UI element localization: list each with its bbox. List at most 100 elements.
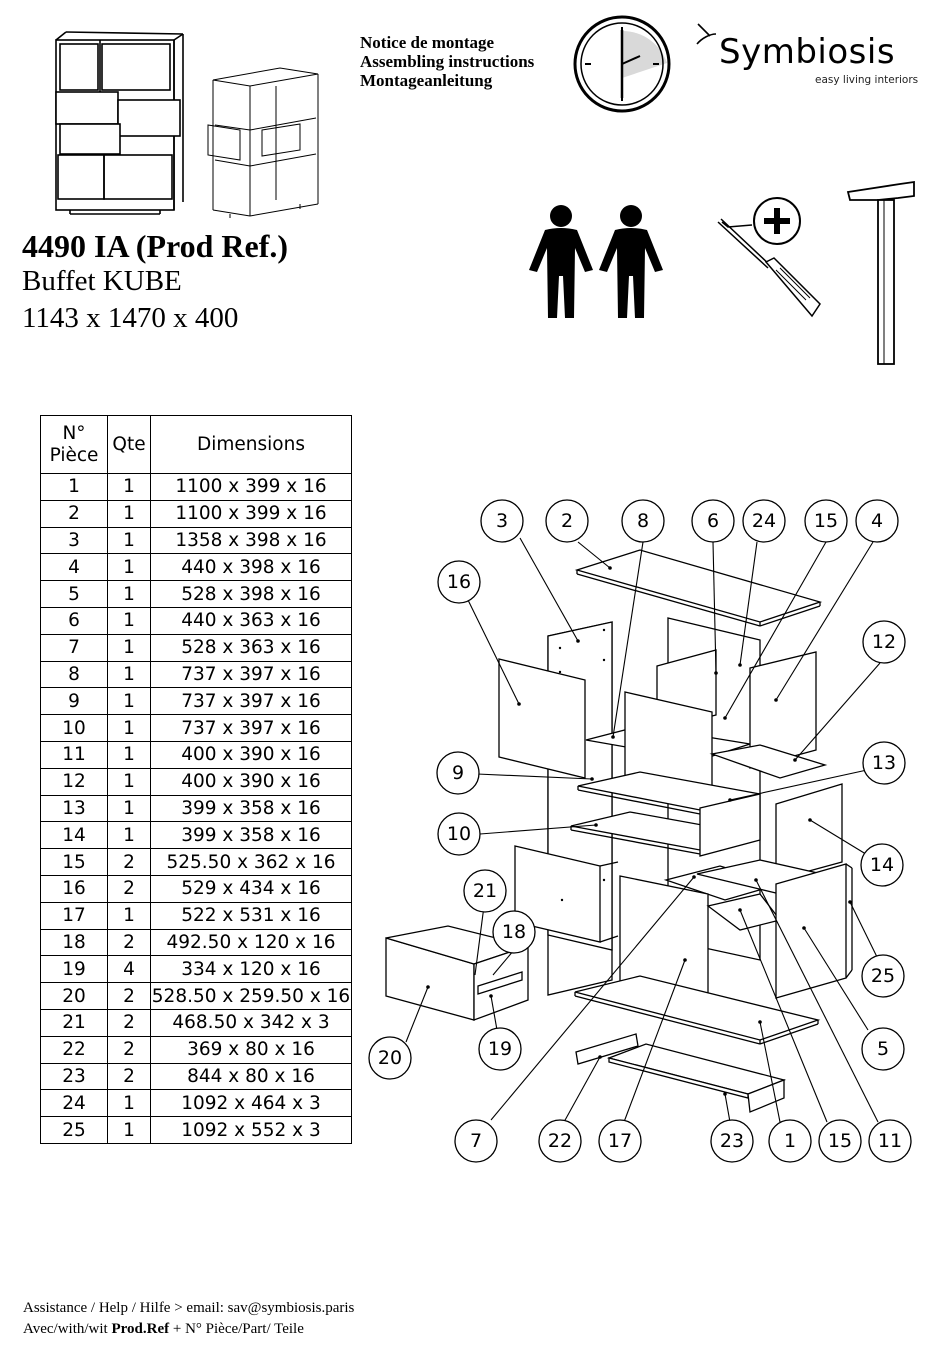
cell-piece: 3 [40,526,108,555]
cell-qty: 2 [107,1008,151,1037]
product-reference: 4490 IA (Prod Ref.) [22,228,289,264]
cell-dimensions: 737 x 397 x 16 [150,687,352,716]
callout-circles [368,499,912,1163]
callout-11: 11 [878,1130,902,1152]
callout-20: 20 [378,1047,402,1069]
cell-piece: 21 [40,1008,108,1037]
callout-9: 9 [452,762,464,784]
callout-16: 16 [447,571,471,593]
callout-10: 10 [447,823,471,845]
cell-dimensions: 1100 x 399 x 16 [150,499,352,528]
cell-qty: 1 [107,660,151,689]
cabinet-sketch-illustration [207,67,319,218]
cell-qty: 1 [107,901,151,930]
cell-dimensions: 369 x 80 x 16 [150,1035,352,1064]
footer-prod-ref: Prod.Ref [111,1321,170,1337]
cell-piece: 18 [40,928,108,957]
cell-dimensions: 1092 x 464 x 3 [150,1089,352,1118]
cell-piece: 10 [40,714,108,742]
cell-qty: 1 [107,526,151,555]
footer-line-1: Assistance / Help / Hilfe > email: sav@s… [23,1300,355,1316]
cell-dimensions: 737 x 397 x 16 [150,714,352,742]
cell-dimensions: 400 x 390 x 16 [150,740,352,769]
callout-24: 24 [752,510,776,532]
exploded-assembly-diagram [385,549,853,1113]
cell-piece: 2 [40,499,108,528]
cell-qty: 1 [107,553,151,582]
cell-qty: 1 [107,1089,151,1118]
callout-25: 25 [871,965,895,987]
cell-dimensions: 1092 x 552 x 3 [150,1116,352,1144]
cell-piece: 17 [40,901,108,930]
callout-3: 3 [496,510,508,532]
cell-piece: 5 [40,580,108,608]
cell-piece: 14 [40,821,108,850]
cell-qty: 2 [107,874,151,903]
cell-qty: 1 [107,606,151,635]
header-piece: N° Pièce [40,415,108,474]
callout-2: 2 [561,510,573,532]
callout-15-top: 15 [814,510,838,532]
callout-21: 21 [473,880,497,902]
cell-qty: 1 [107,767,151,796]
footer-line-2: Avec/with/wit Prod.Ref + N° Pièce/Part/ … [23,1321,304,1337]
cell-dimensions: 1358 x 398 x 16 [150,526,352,555]
brand-logo: Symbiosis easy living interiors [715,30,925,96]
callout-7: 7 [470,1130,482,1152]
callout-5: 5 [877,1038,889,1060]
cell-piece: 11 [40,740,108,769]
notice-line-de: Montageanleitung [360,71,493,90]
cell-dimensions: 522 x 531 x 16 [150,901,352,930]
hardware-dots [426,566,852,1096]
callout-leader-lines [405,537,881,1123]
product-dimensions: 1143 x 1470 x 400 [22,302,239,334]
callout-12: 12 [872,631,896,653]
cell-qty: 1 [107,633,151,662]
cabinet-front-illustration [55,31,184,215]
footer-assistance: Assistance / Help / Hilfe > email: sav@s… [23,1298,354,1340]
header-qty: Qte [107,415,151,474]
cell-qty: 1 [107,499,151,528]
cell-dimensions: 399 x 358 x 16 [150,794,352,823]
cell-qty: 1 [107,714,151,742]
callout-13: 13 [872,752,896,774]
cell-qty: 2 [107,982,151,1010]
cell-qty: 2 [107,928,151,957]
cell-piece: 1 [40,473,108,501]
cell-piece: 20 [40,982,108,1010]
callout-4: 4 [871,510,883,532]
brand-swoosh-icon [696,33,717,45]
cell-piece: 13 [40,794,108,823]
cell-piece: 4 [40,553,108,582]
cell-dimensions: 492.50 x 120 x 16 [150,928,352,957]
cell-piece: 24 [40,1089,108,1118]
cell-piece: 6 [40,606,108,635]
cell-qty: 1 [107,1116,151,1144]
cell-dimensions: 468.50 x 342 x 3 [150,1008,352,1037]
cell-qty: 4 [107,955,151,984]
cell-piece: 15 [40,848,108,876]
callout-17: 17 [608,1130,632,1152]
cell-piece: 7 [40,633,108,662]
cell-dimensions: 529 x 434 x 16 [150,874,352,903]
screwdriver-phillips-icon [717,197,821,318]
